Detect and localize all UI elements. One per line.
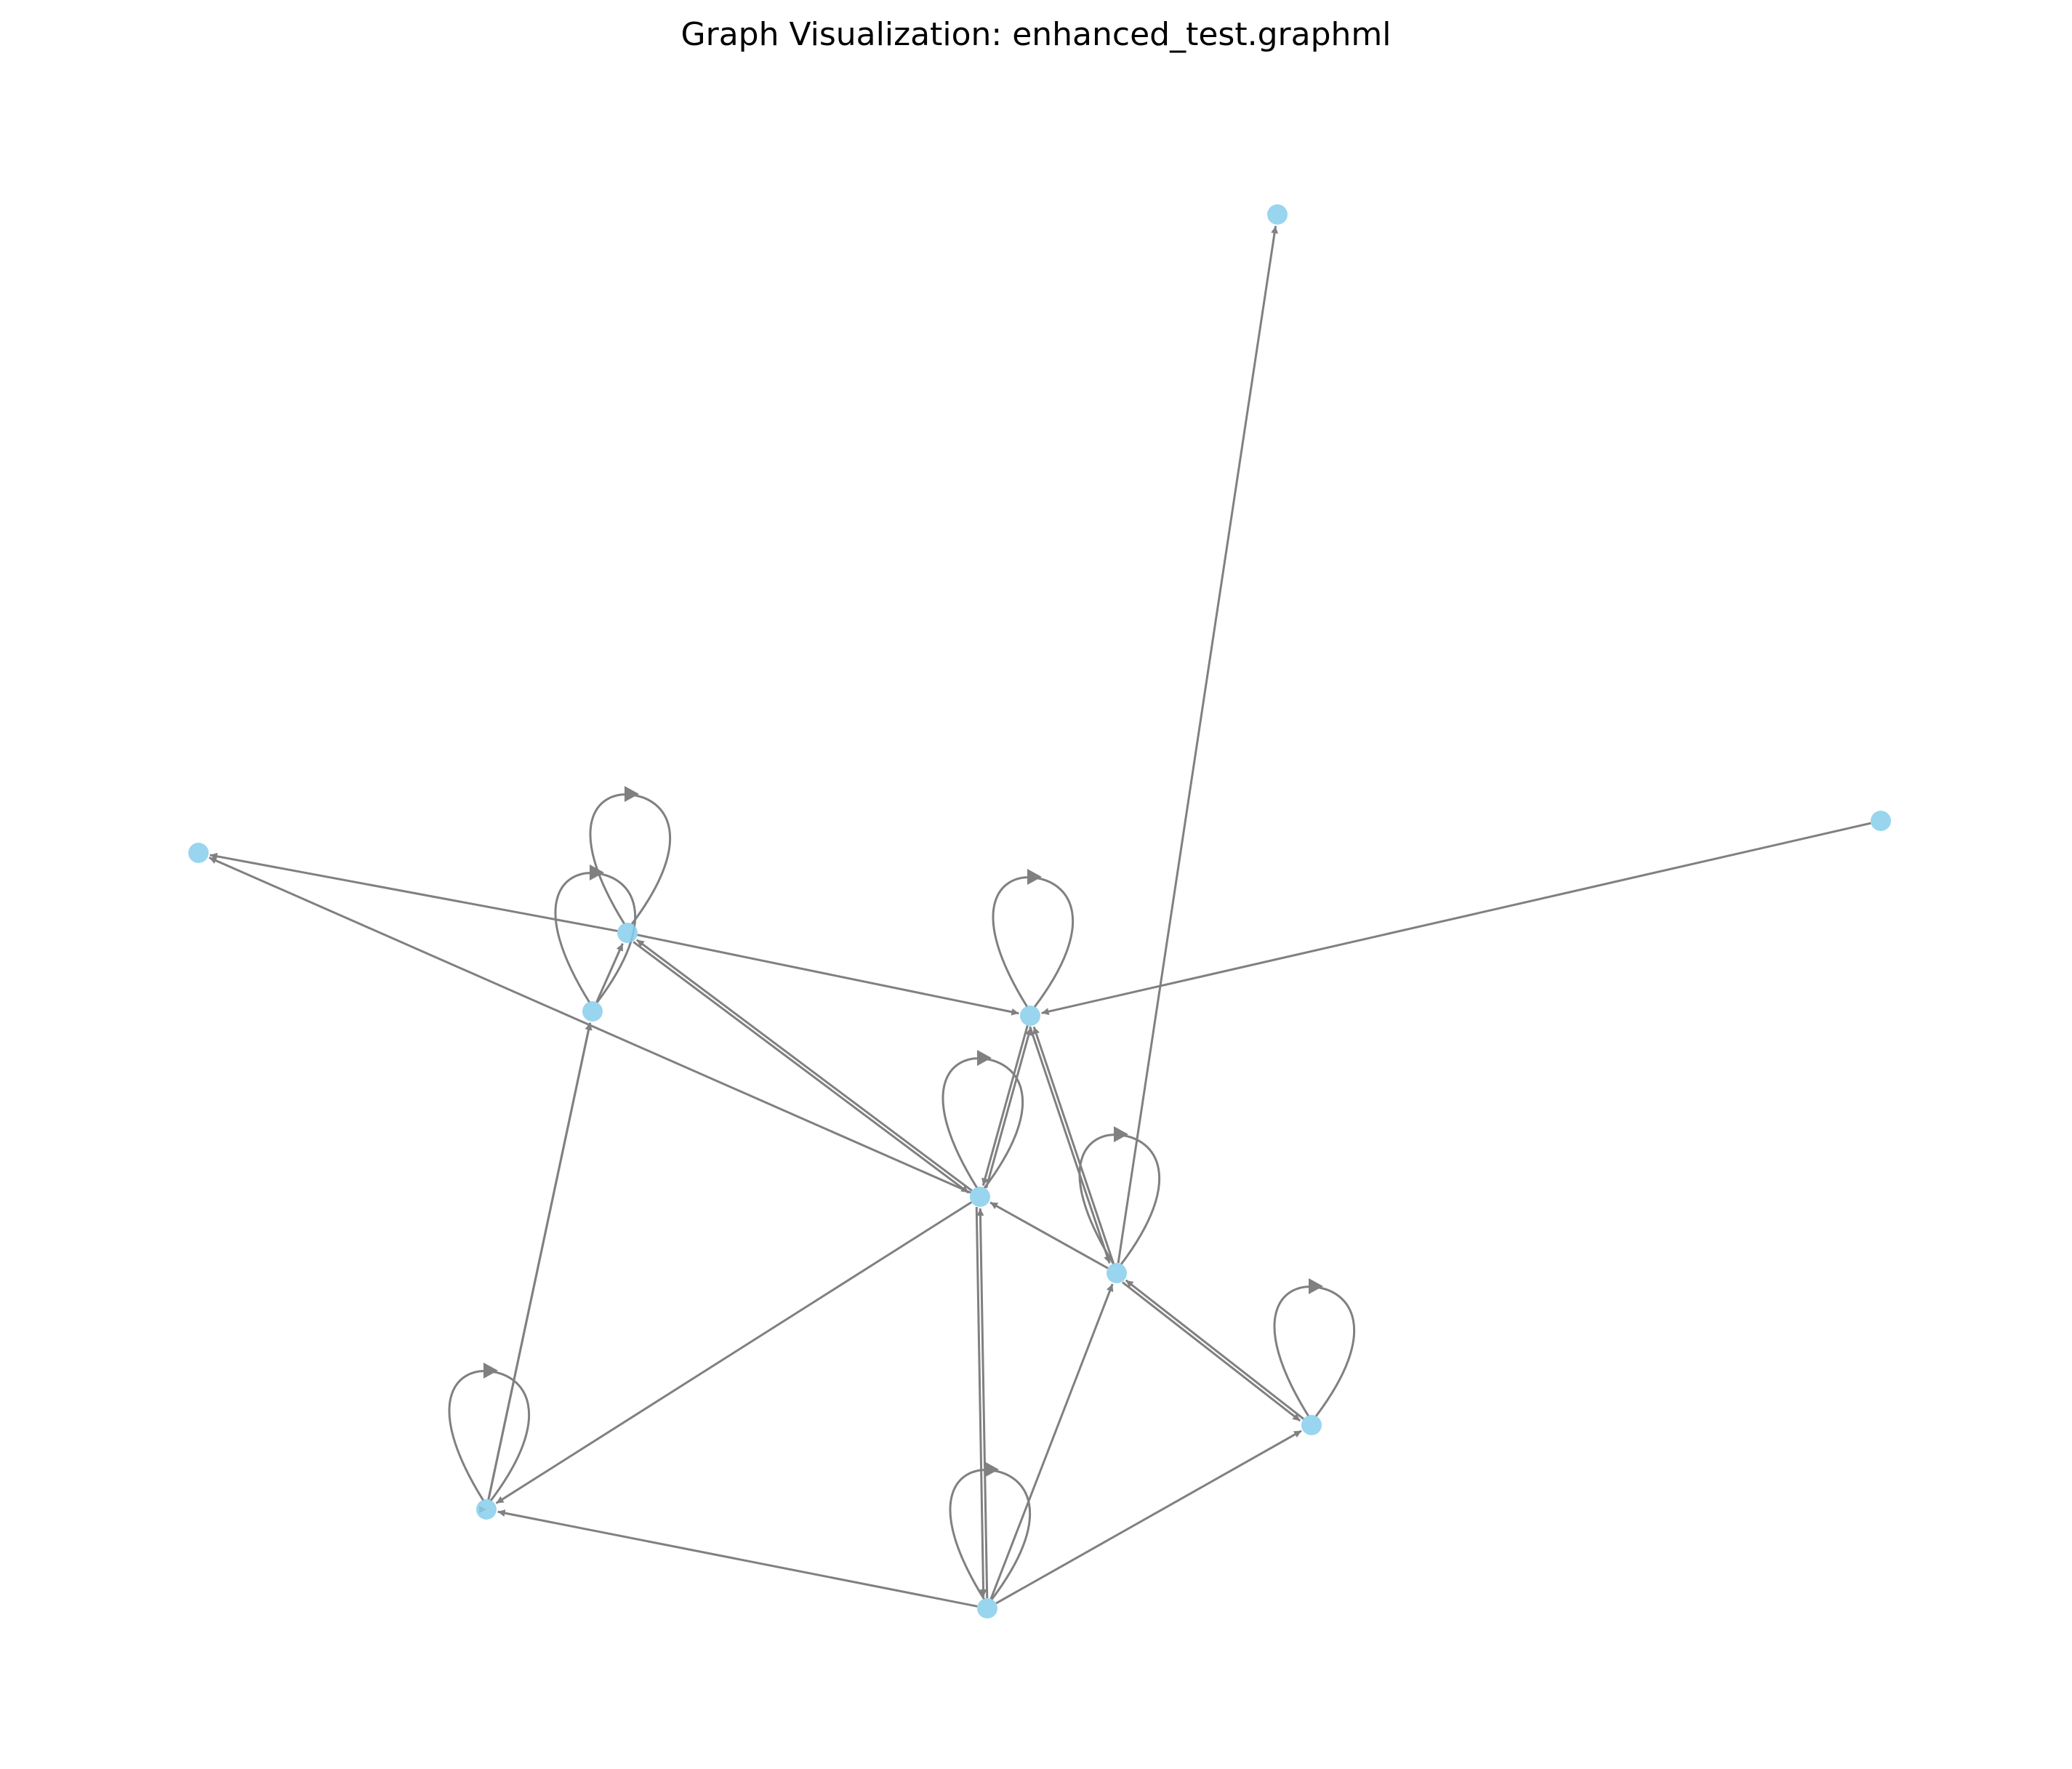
graph-node [476,1499,497,1520]
graph-edge [995,1429,1302,1605]
self-loop-arrowhead [1027,869,1042,885]
graph-node [1267,204,1288,225]
graph-node [1107,1263,1127,1283]
self-loop-edge [1273,1285,1356,1417]
graph-edge [975,1207,987,1597]
self-loop-arrowhead [984,1461,999,1477]
self-loop-edge [941,1057,1024,1189]
self-loop-arrowhead [590,865,604,881]
graph-edge [495,1201,972,1504]
graph-edge [1029,1026,1111,1264]
graph-edge [633,941,970,1194]
graph-node [617,923,638,943]
graph-node [1020,1006,1040,1026]
self-loop-edge [448,1370,531,1501]
graph-edge [595,943,624,1003]
graph-edge [637,934,1019,1016]
self-loop-arrowhead [625,786,639,802]
graph-edge [1032,1026,1115,1264]
self-loop-edge [589,793,672,925]
graph-node [188,843,209,863]
self-loop-arrowhead [1309,1278,1323,1294]
graph-node [1871,811,1891,831]
graph-edge [1041,822,1871,1016]
graph-node [582,1001,603,1022]
self-loop-arrowhead [977,1050,992,1066]
nodes-layer [188,204,1891,1618]
graph-edge [976,1208,989,1599]
self-loop-edge [949,1469,1032,1600]
graph-edge [1125,1279,1304,1420]
graph-edge [1122,1281,1301,1422]
graph-edge [1117,225,1279,1264]
graph-edge [981,1025,1029,1186]
graph-edge [989,1283,1114,1600]
graph-title: Graph Visualization: enhanced_test.graph… [680,16,1392,53]
graph-edge [989,1201,1109,1269]
graph-node [970,1187,990,1207]
edges-layer [209,225,1871,1608]
self-loop-arrowhead [1114,1126,1128,1142]
graph-node [1301,1415,1322,1435]
graph-edge [209,852,618,932]
self-loop-arrowhead [483,1363,498,1379]
graph-edge [487,1022,593,1500]
graph-edge [985,1027,1032,1189]
graph-node [977,1598,997,1618]
graph-edge [635,939,973,1192]
graph-edge [497,1509,978,1608]
self-loop-edge [992,876,1075,1008]
